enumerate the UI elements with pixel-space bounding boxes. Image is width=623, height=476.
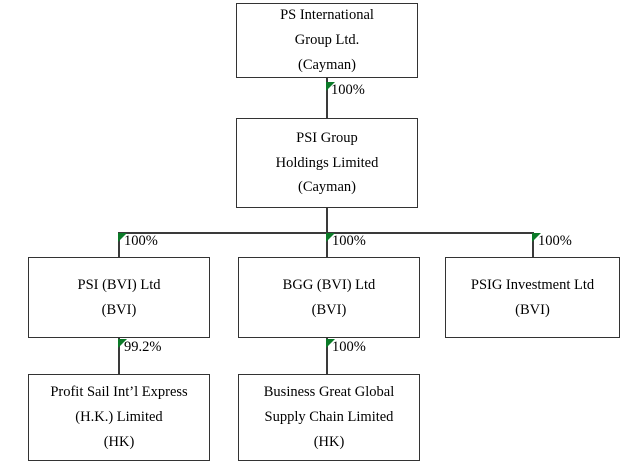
ownership-marker-icon <box>326 339 335 348</box>
connector-psi-holdings-to-bgg-bvi <box>326 232 328 258</box>
ownership-label-ps-to-psi-holdings: 100% <box>331 82 365 98</box>
connector-psi-bvi-to-profit-sail <box>118 338 120 374</box>
ownership-label-bgg-bvi-to-business-great: 100% <box>332 339 366 355</box>
node-line: (BVI) <box>311 301 347 318</box>
connector-psi-holdings-to-psig-investment <box>532 232 534 258</box>
ownership-label-psi-holdings-to-psi-bvi: 100% <box>124 233 158 249</box>
node-line: BGG (BVI) Ltd <box>282 276 376 293</box>
node-line: (H.K.) Limited <box>75 409 163 426</box>
connector-ps-to-psi-holdings <box>326 78 328 118</box>
node-line: (Cayman) <box>298 56 356 73</box>
node-line: PSIG Investment Ltd <box>470 276 595 293</box>
ownership-marker-icon <box>532 233 541 242</box>
ownership-marker-icon <box>326 233 335 242</box>
connector-bgg-bvi-to-business-great <box>326 338 328 374</box>
node-line: (Cayman) <box>298 179 356 196</box>
connector-psi-holdings-stem <box>326 208 328 233</box>
ownership-marker-icon <box>326 82 335 91</box>
node-line: (BVI) <box>101 301 137 318</box>
node-line: (HK) <box>313 433 345 450</box>
connector-psi-holdings-to-psi-bvi <box>118 232 120 258</box>
node-line: PSI Group <box>296 129 358 146</box>
node-psi-group-holdings: PSI Group Holdings Limited (Cayman) <box>236 118 418 208</box>
node-line: (HK) <box>103 433 135 450</box>
ownership-label-psi-holdings-to-psig-investment: 100% <box>538 233 572 249</box>
node-line: PS International <box>280 7 374 24</box>
ownership-label-psi-holdings-to-bgg-bvi: 100% <box>332 233 366 249</box>
connector-distribution-bus <box>118 232 533 234</box>
node-line: Business Great Global <box>263 384 395 401</box>
node-psig-investment-ltd: PSIG Investment Ltd (BVI) <box>445 257 620 338</box>
node-profit-sail-intl-express: Profit Sail Int’l Express (H.K.) Limited… <box>28 374 210 461</box>
node-line: (BVI) <box>515 301 550 318</box>
node-psi-bvi-ltd: PSI (BVI) Ltd (BVI) <box>28 257 210 338</box>
node-line: Holdings Limited <box>275 154 379 171</box>
node-line: Group Ltd. <box>294 32 360 49</box>
node-business-great-global: Business Great Global Supply Chain Limit… <box>238 374 420 461</box>
node-ps-international-group: PS International Group Ltd. (Cayman) <box>236 3 418 78</box>
node-line: Supply Chain Limited <box>264 409 394 426</box>
ownership-label-psi-bvi-to-profit-sail: 99.2% <box>124 339 162 355</box>
node-line: PSI (BVI) Ltd <box>77 276 161 293</box>
ownership-marker-icon <box>118 339 127 348</box>
ownership-marker-icon <box>118 233 127 242</box>
node-line: Profit Sail Int’l Express <box>50 384 188 401</box>
node-bgg-bvi-ltd: BGG (BVI) Ltd (BVI) <box>238 257 420 338</box>
